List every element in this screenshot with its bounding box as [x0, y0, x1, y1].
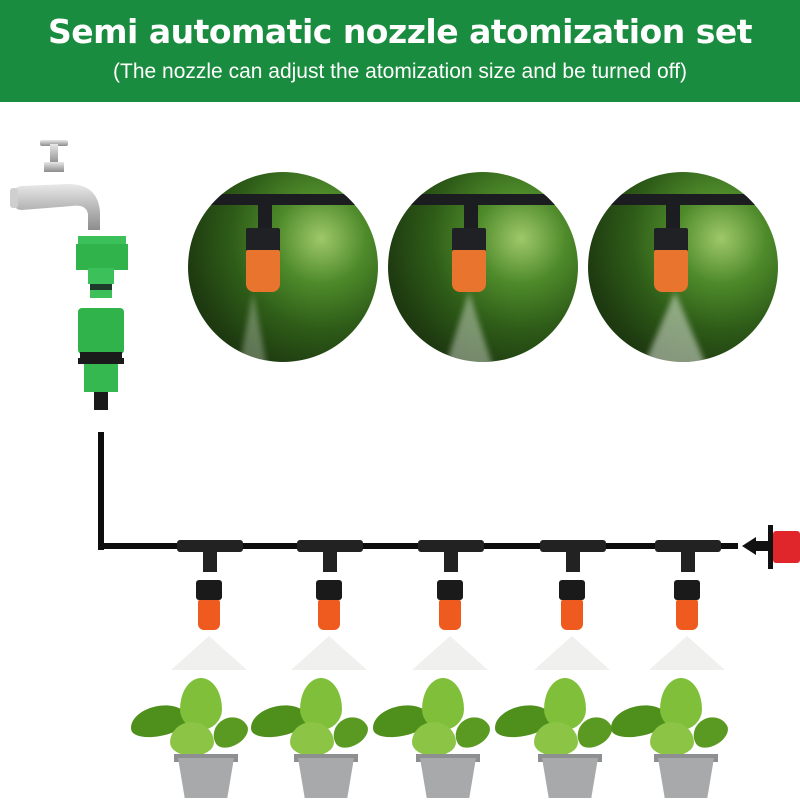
- pot: [178, 758, 234, 798]
- spray-cone-3: [412, 636, 488, 670]
- spray-example-low: [188, 172, 378, 362]
- pot: [420, 758, 476, 798]
- pipe-icon: [188, 194, 378, 205]
- mist-spray: [445, 292, 493, 362]
- stem: [666, 194, 680, 234]
- nozzle-cap: [654, 250, 688, 292]
- mist-spray: [643, 292, 707, 362]
- nozzle-cap: [452, 250, 486, 292]
- spray-cone-2: [291, 636, 367, 670]
- nozzle-cap: [246, 250, 280, 292]
- potted-plant-1: [127, 678, 253, 798]
- spray-example-medium: [388, 172, 578, 362]
- end-plug: [742, 525, 800, 574]
- quick-connector: [78, 308, 126, 425]
- page-title: Semi automatic nozzle atomization set: [47, 12, 753, 51]
- faucet-icon: [8, 140, 108, 230]
- header-banner: Semi automatic nozzle atomization set (T…: [0, 0, 800, 102]
- pipe-icon: [588, 194, 778, 205]
- nozzle-collar: [452, 228, 486, 252]
- mist-spray: [239, 292, 267, 362]
- potted-plant-5: [607, 678, 733, 798]
- pipe-icon: [388, 194, 578, 205]
- spray-cone-1: [171, 636, 247, 670]
- pot: [298, 758, 354, 798]
- potted-plant-4: [491, 678, 617, 798]
- pot: [658, 758, 714, 798]
- spray-example-high: [588, 172, 778, 362]
- pot: [542, 758, 598, 798]
- nozzle-collar: [246, 228, 280, 252]
- potted-plant-2: [247, 678, 373, 798]
- hose-vertical: [98, 432, 104, 550]
- faucet-adapter: [74, 236, 130, 305]
- page-subtitle: (The nozzle can adjust the atomization s…: [113, 60, 687, 83]
- spray-cone-4: [534, 636, 610, 670]
- nozzle-collar: [654, 228, 688, 252]
- stem: [258, 194, 272, 234]
- stem: [464, 194, 478, 234]
- spray-cone-5: [649, 636, 725, 670]
- potted-plant-3: [369, 678, 495, 798]
